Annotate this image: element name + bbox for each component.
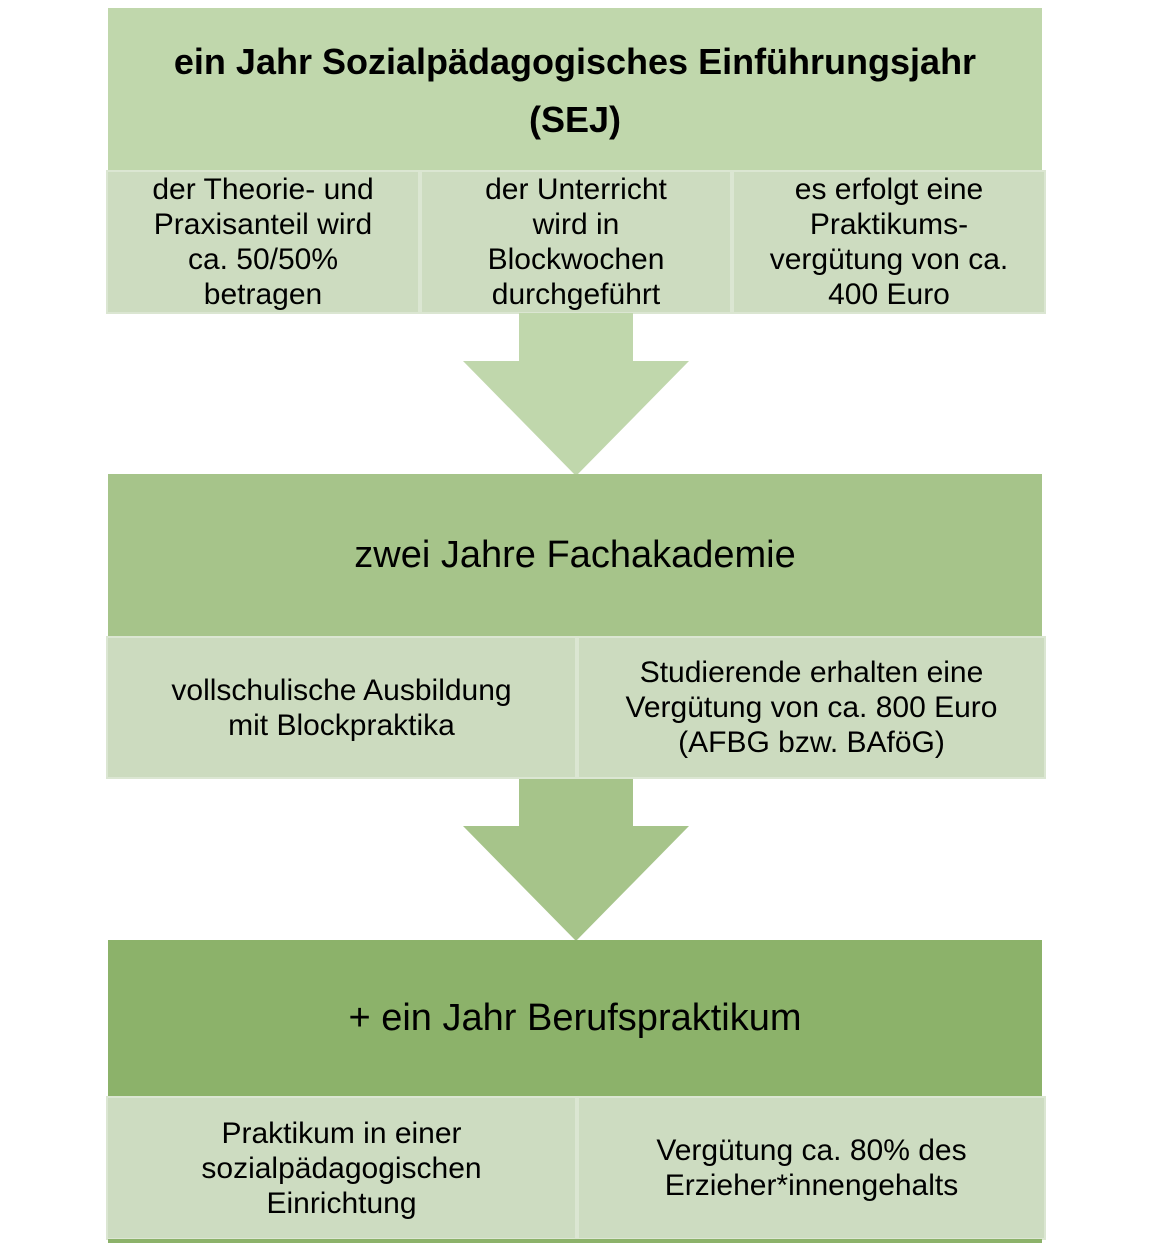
stage-1-title-line2: (SEJ) xyxy=(528,99,621,140)
detail-line: der Unterricht xyxy=(485,173,667,206)
stage-2-header: zwei Jahre Fachakademie xyxy=(108,474,1042,636)
stage-3-header: + ein Jahr Berufspraktikum xyxy=(108,940,1042,1096)
detail-line: 400 Euro xyxy=(828,278,950,311)
detail-line: Studierende erhalten eine xyxy=(639,656,984,689)
bottom-divider xyxy=(108,1239,1042,1243)
detail-line: Vergütung ca. 80% des xyxy=(656,1134,967,1167)
detail-line: Praxisanteil wird xyxy=(153,208,373,241)
detail-line: mit Blockpraktika xyxy=(228,708,455,742)
detail-line: wird in xyxy=(532,208,620,241)
stage-3-detail-compensation: Vergütung ca. 80% des Erzieher*innengeha… xyxy=(577,1096,1046,1240)
detail-line: der Theorie- und xyxy=(152,173,374,206)
stage-1-header: ein Jahr Sozialpädagogisches Einführungs… xyxy=(108,8,1042,170)
detail-line: vergütung von ca. xyxy=(769,243,1009,276)
detail-line: Erzieher*innengehalts xyxy=(664,1169,959,1202)
detail-line: Vergütung von ca. 800 Euro xyxy=(625,691,998,724)
detail-line: Praktikums- xyxy=(809,208,969,241)
stage-2-detail-education: vollschulische Ausbildung mit Blockprakt… xyxy=(106,636,577,779)
detail-line: Blockwochen xyxy=(487,243,665,276)
stage-3-detail-internship: Praktikum in einer sozialpädagogischen E… xyxy=(106,1096,577,1240)
stage-2-title: zwei Jahre Fachakademie xyxy=(354,533,796,576)
down-arrow-icon xyxy=(463,779,689,941)
detail-line: vollschulische Ausbildung xyxy=(171,673,512,707)
stage-3-title: + ein Jahr Berufspraktikum xyxy=(348,996,802,1039)
detail-line: durchgeführt xyxy=(491,278,661,311)
detail-line: es erfolgt eine xyxy=(794,173,984,206)
detail-line: (AFBG bzw. BAföG) xyxy=(678,726,945,759)
detail-line: betragen xyxy=(203,278,323,311)
detail-line: ca. 50/50% xyxy=(187,243,339,276)
stage-1-title-line1: ein Jahr Sozialpädagogisches Einführungs… xyxy=(173,41,977,82)
stage-1-detail-block-weeks: der Unterricht wird in Blockwochen durch… xyxy=(420,170,732,314)
stage-1-detail-theory-practice: der Theorie- und Praxisanteil wird ca. 5… xyxy=(106,170,420,314)
detail-line: Praktikum in einer xyxy=(221,1116,462,1150)
stage-2-detail-compensation: Studierende erhalten eine Vergütung von … xyxy=(577,636,1046,779)
stage-1-detail-compensation: es erfolgt eine Praktikums- vergütung vo… xyxy=(732,170,1046,314)
down-arrow-icon xyxy=(463,313,689,476)
detail-line: Einrichtung xyxy=(266,1186,417,1220)
detail-line: sozialpädagogischen xyxy=(201,1151,482,1185)
